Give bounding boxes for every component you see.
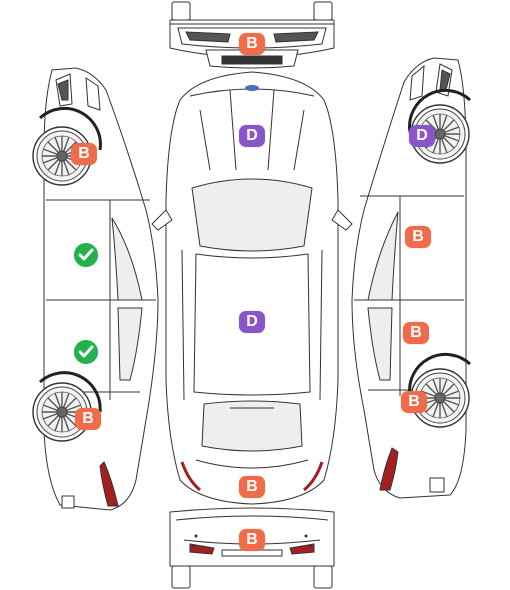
- front-view: [169, 1, 335, 69]
- marker-right-front-wheel[interactable]: D: [409, 125, 435, 147]
- checkmark-icon: [78, 345, 94, 358]
- marker-front[interactable]: B: [239, 33, 265, 55]
- marker-right-rear-door[interactable]: B: [403, 322, 429, 344]
- marker-left-rear-wheel[interactable]: B: [75, 408, 101, 430]
- marker-left-rear-door[interactable]: [74, 340, 98, 364]
- marker-rear[interactable]: B: [239, 529, 265, 551]
- checkmark-icon: [78, 248, 94, 261]
- marker-right-rear-wheel[interactable]: B: [401, 391, 427, 413]
- marker-left-front-wheel[interactable]: B: [71, 143, 97, 165]
- marker-top-hood[interactable]: D: [239, 125, 265, 147]
- marker-left-front-door[interactable]: [74, 243, 98, 267]
- marker-top-trunk[interactable]: B: [239, 476, 265, 498]
- marker-top-roof[interactable]: D: [239, 311, 265, 333]
- marker-right-front-door[interactable]: B: [405, 226, 431, 248]
